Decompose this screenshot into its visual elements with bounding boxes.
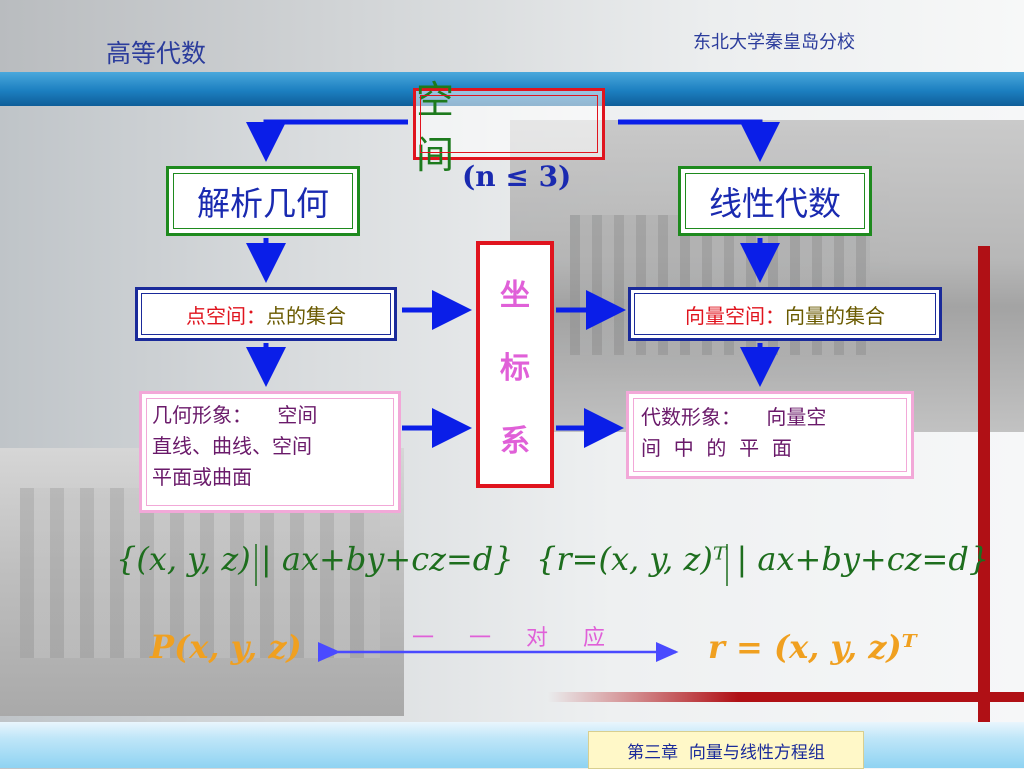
point-space-suffix: 点的集合 [266, 303, 346, 328]
vector-space-box: 向量空间：向量的集合 [628, 287, 942, 341]
arrow-space-to-geometry [246, 119, 408, 162]
school-name: 东北大学秦皇岛分校 [693, 32, 855, 53]
algebraic-image-line-2: 间 中 的 平 面 [641, 436, 792, 460]
analytic-geometry-label: 解析几何 [197, 184, 329, 223]
space-box: 空 间 [413, 78, 605, 177]
vector-space-prefix: 向量空间： [685, 303, 785, 328]
arrow-space-to-algebra [618, 119, 780, 162]
header-band [0, 0, 1024, 72]
vector-set-formula: {r=(x, y, z)ᵀ | ax+by+cz=d} [536, 540, 990, 578]
geometric-image-line-3: 平面或曲面 [152, 465, 252, 489]
coord-char-2: 标 [500, 350, 530, 386]
red-vertical-bar [978, 246, 990, 738]
vector-formula: r = (x, y, z)ᵀ [708, 628, 917, 666]
coord-char-1: 坐 [500, 277, 530, 313]
geometric-image-line-2: 直线、曲线、空间 [152, 434, 312, 458]
geometric-image-box: 几何形象： 空间 直线、曲线、空间 平面或曲面 [139, 391, 401, 513]
linear-algebra-box: 线性代数 [678, 166, 872, 236]
point-formula: P(x, y, z) [150, 628, 302, 666]
plane-set-formula: {(x, y, z) | ax+by+cz=d} [116, 540, 514, 578]
space-label: 空 间 [416, 78, 513, 177]
algebraic-image-line-1: 代数形象： 向量空 [641, 405, 827, 429]
algebraic-image-box: 代数形象： 向量空 间 中 的 平 面 [626, 391, 914, 479]
point-space-box: 点空间：点的集合 [135, 287, 397, 341]
point-space-prefix: 点空间： [186, 303, 266, 328]
analytic-geometry-box: 解析几何 [166, 166, 360, 236]
course-title: 高等代数 [106, 39, 207, 68]
coordinate-system-box: 坐 标 系 [476, 241, 554, 488]
vector-space-suffix: 向量的集合 [785, 303, 885, 328]
one-to-one-label: 一 一 对 应 [412, 626, 619, 651]
dimension-condition: (n ≤ 3) [462, 160, 572, 193]
coord-char-3: 系 [500, 423, 530, 459]
linear-algebra-label: 线性代数 [709, 184, 841, 223]
chapter-label: 第三章 向量与线性方程组 [588, 731, 864, 769]
red-horizontal-bar [548, 692, 1024, 702]
geometric-image-line-1: 几何形象： 空间 [152, 403, 318, 427]
